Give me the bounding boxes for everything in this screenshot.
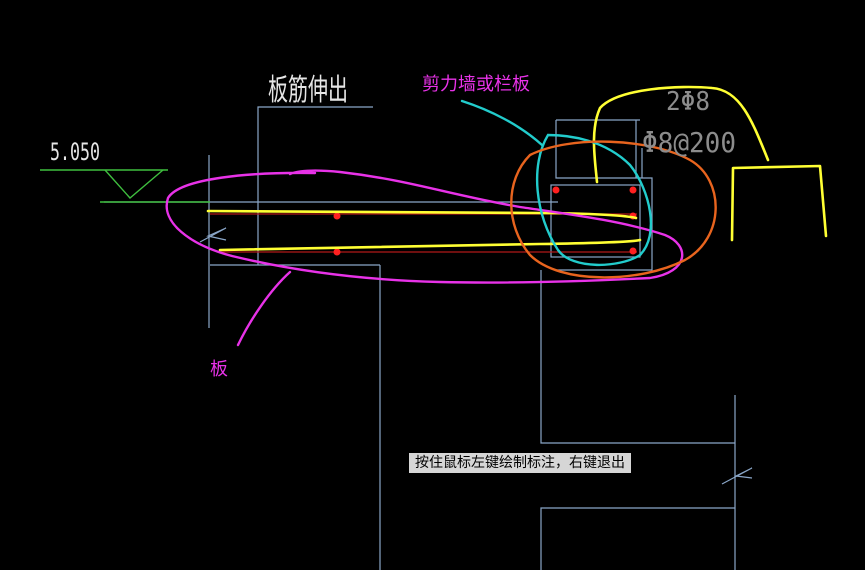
structure-lines	[104, 106, 753, 570]
rebar-top-label: 2Φ8	[666, 87, 710, 117]
yellow-annotations	[206, 85, 828, 252]
cyan-annotations	[460, 99, 653, 267]
slab-label: 板	[210, 359, 228, 380]
elevation-mark	[40, 169, 210, 203]
orange-annotations	[510, 140, 717, 279]
magenta-annotations	[165, 169, 684, 347]
title-label: 板筋伸出	[268, 73, 348, 108]
rebar-stirrup-label: Φ8@200	[642, 126, 736, 159]
elevation-label: 5.050	[50, 138, 100, 166]
status-hint: 按住鼠标左键绘制标注，右键退出	[409, 453, 631, 473]
wall-label: 剪力墙或栏板	[422, 74, 530, 95]
